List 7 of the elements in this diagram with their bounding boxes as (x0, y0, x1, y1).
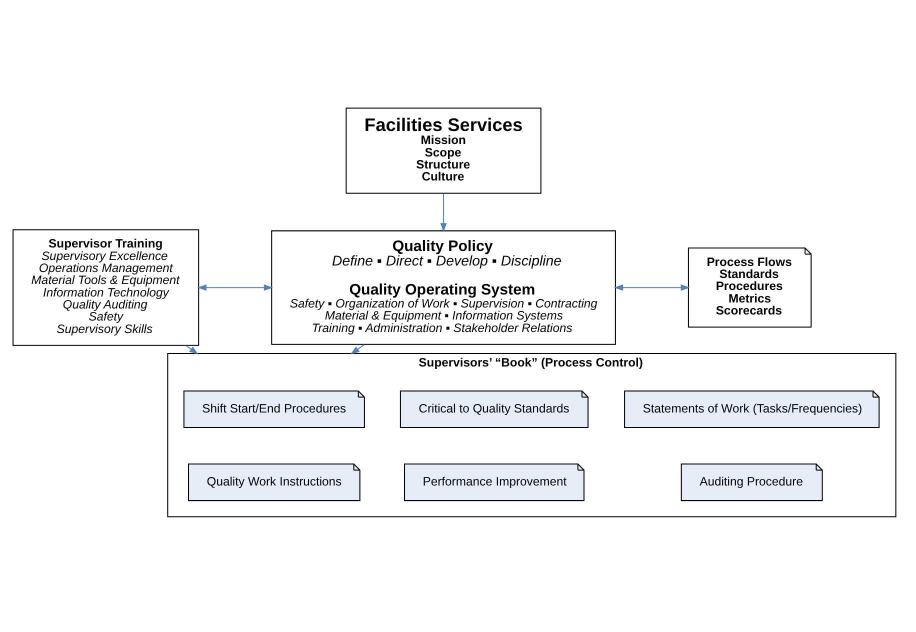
arrow (440, 193, 446, 232)
arrow (613, 284, 690, 290)
arrow (350, 344, 364, 354)
node-box: Supervisor Training Supervisory Excellence Operations Management Material Tools & Equipment Information Technology Quality Auditing Safety Supervisory Skills (12, 228, 199, 346)
arrow (196, 284, 273, 290)
node-box: Facilities Services Mission Scope Structure Culture (345, 107, 541, 194)
node-box: Quality Policy Define ▪ Direct ▪ Develop ▪ Discipline Quality Operating System Safety ▪ Organization of Work ▪ Supervision ▪ Contracting Material & Equipment ▪ Information Systems Training ▪ Administration ▪ Stakeholder Relations (270, 230, 616, 344)
